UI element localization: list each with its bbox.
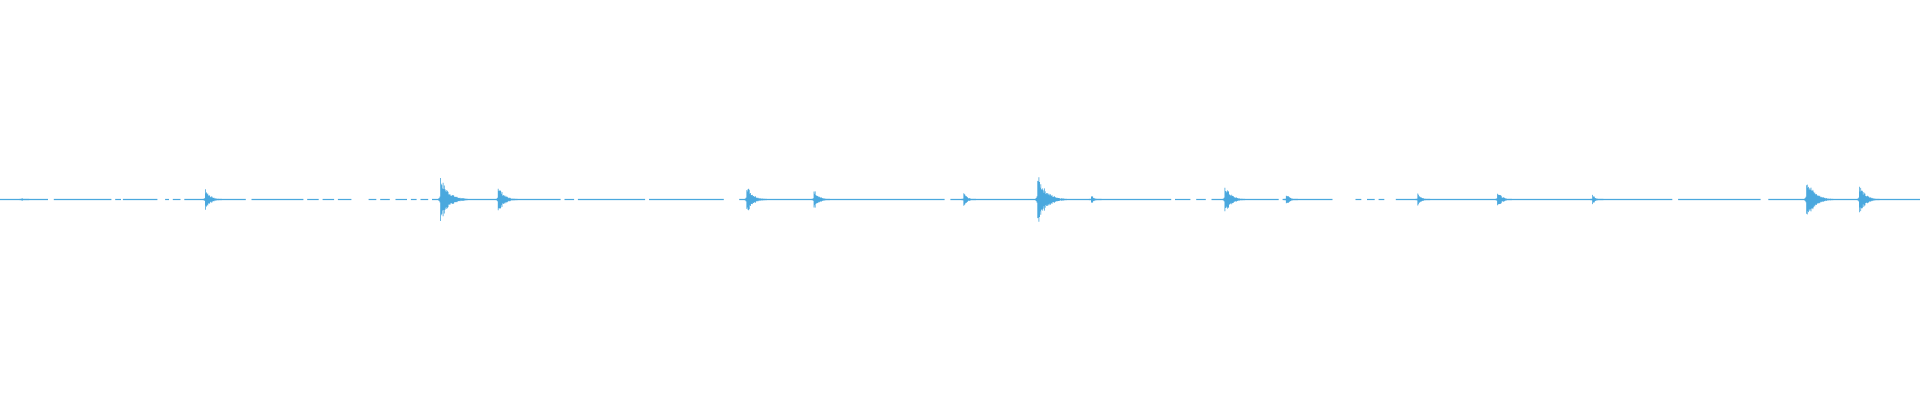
burst-path: [1856, 186, 1880, 213]
waveform-burst: [1804, 184, 1834, 215]
burst-path: [1222, 187, 1246, 212]
waveform-burst: [1035, 177, 1067, 222]
burst-path: [1804, 184, 1834, 215]
waveform-burst: [1088, 196, 1102, 203]
waveform-burst: [1590, 194, 1604, 205]
waveform-burst: [438, 178, 468, 221]
waveform-burst: [1283, 195, 1298, 204]
burst-path: [811, 191, 830, 208]
burst-path: [1415, 193, 1431, 206]
burst-path: [438, 178, 468, 221]
burst-path: [495, 188, 518, 211]
waveform-burst: [811, 191, 830, 208]
waveform-bursts: [19, 177, 1880, 222]
waveform-burst: [495, 188, 518, 211]
burst-path: [1495, 193, 1512, 206]
burst-path: [1088, 196, 1102, 203]
waveform-burst: [961, 193, 976, 206]
waveform-burst: [202, 189, 222, 210]
burst-path: [1590, 194, 1604, 205]
waveform-burst: [1856, 186, 1880, 213]
burst-path: [202, 189, 222, 210]
waveform-burst: [1495, 193, 1512, 206]
waveform-burst: [744, 188, 767, 211]
burst-path: [1283, 195, 1298, 204]
burst-path: [1035, 177, 1067, 222]
waveform-burst: [1415, 193, 1431, 206]
burst-path: [19, 198, 30, 201]
waveform-burst: [1222, 187, 1246, 212]
burst-path: [961, 193, 976, 206]
burst-path: [744, 188, 767, 211]
waveform-burst: [19, 198, 30, 201]
